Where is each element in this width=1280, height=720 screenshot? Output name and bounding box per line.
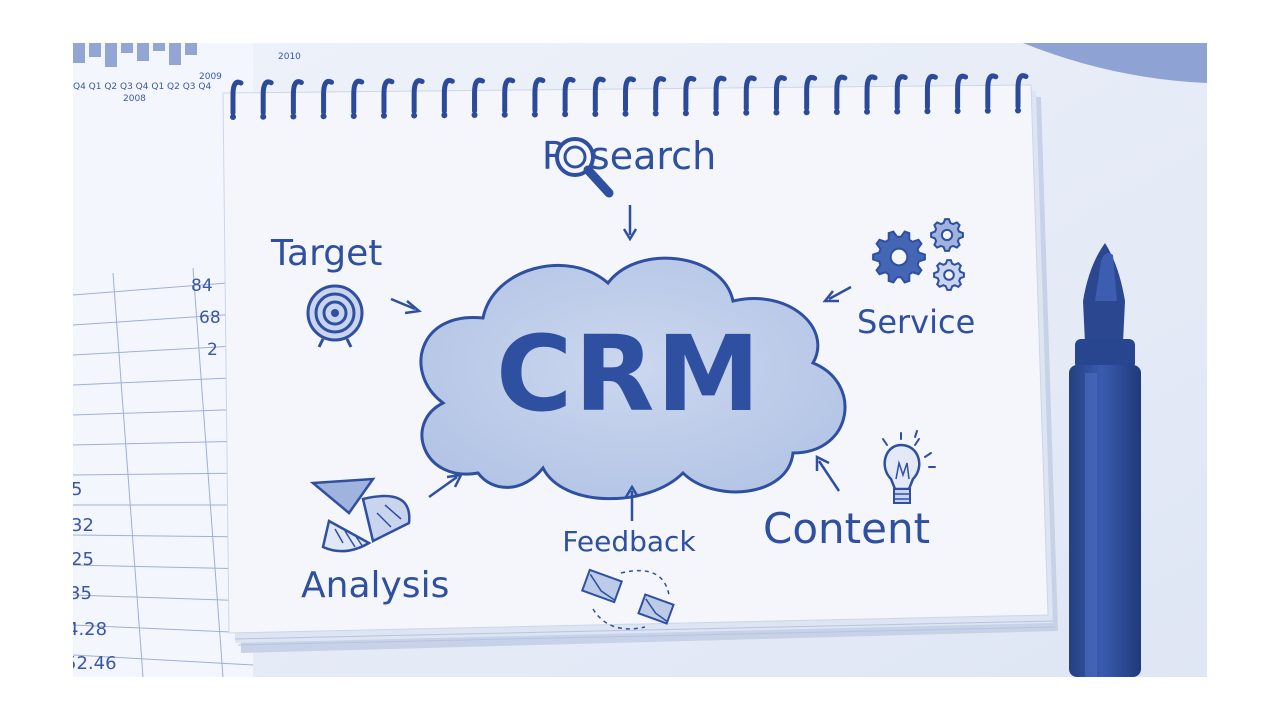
crm-cloud: CRM [419, 256, 847, 501]
table-number: 32 [73, 515, 94, 536]
pie-chart-icon [309, 477, 411, 553]
spiral-hole [833, 109, 840, 115]
chart-year-2009: 2009 [199, 72, 222, 82]
spiral-hole [501, 111, 508, 118]
spiral-hole [411, 112, 418, 119]
service-label: Service [857, 303, 975, 341]
table-number: 2 [207, 340, 218, 360]
spiral-ring [924, 74, 938, 110]
spiral-hole [682, 110, 689, 117]
content-label: Content [763, 504, 930, 553]
table-number: 68 [199, 308, 221, 328]
gear-hole [889, 247, 909, 267]
spiral-hole [803, 109, 810, 116]
spiral-hole [773, 109, 780, 116]
spiral-ring [985, 73, 999, 110]
spiral-binding [230, 73, 1029, 120]
background-paper-corner [1023, 43, 1207, 83]
gear-hole [943, 269, 955, 281]
spiral-hole [954, 108, 961, 114]
table-number: 35 [73, 583, 92, 604]
spiral-ring [260, 79, 274, 116]
target-label: Target [270, 233, 382, 274]
photo-canvas: Q4 Q1 Q2 Q3 Q4 Q1 Q2 Q3 Q4 2008 2009 201… [73, 43, 1207, 677]
spiral-hole [562, 111, 569, 118]
lightbulb-icon [882, 430, 936, 504]
spiral-hole [441, 112, 448, 119]
spiral-ring [592, 76, 606, 113]
spiral-ring [562, 77, 576, 113]
table-number: 4.28 [73, 619, 107, 640]
spiral-hole [320, 113, 327, 120]
spiral-hole [290, 113, 297, 120]
gear-hole [940, 228, 954, 242]
spiral-hole [743, 109, 750, 116]
spiral-ring [472, 77, 486, 114]
spiral-hole [260, 113, 267, 120]
spiral-ring [1015, 73, 1029, 109]
chart-quarters: Q4 Q1 Q2 Q3 Q4 Q1 Q2 Q3 Q4 [73, 82, 211, 92]
crm-notebook-photo: Q4 Q1 Q2 Q3 Q4 Q1 Q2 Q3 Q4 2008 2009 201… [73, 43, 1207, 677]
spiral-ring [623, 76, 636, 113]
table-number: 25 [73, 549, 94, 570]
table-number: 84 [191, 276, 213, 296]
chart-year-2008: 2008 [123, 94, 146, 104]
spiral-hole [713, 110, 720, 116]
spiral-hole [531, 111, 538, 118]
spiral-hole [471, 112, 478, 118]
spiral-hole [984, 107, 991, 114]
feedback-group: Feedback [562, 484, 696, 630]
marker-pen [1069, 243, 1141, 677]
spiral-hole [230, 114, 236, 120]
magnifier-icon [555, 137, 614, 198]
spiral-hole [924, 108, 931, 115]
spiral-ring [230, 79, 244, 116]
spiral-hole [652, 110, 659, 117]
feedback-label: Feedback [562, 525, 696, 558]
spiral-ring [532, 77, 546, 113]
background-spreadsheet: Q4 Q1 Q2 Q3 Q4 Q1 Q2 Q3 Q4 2008 2009 201… [73, 43, 301, 677]
spiral-hole [350, 113, 357, 119]
target-icon [306, 284, 364, 348]
spiral-ring [381, 78, 395, 115]
spiral-ring [351, 78, 365, 115]
research-group: Research [542, 134, 716, 242]
spiral-ring [411, 78, 425, 114]
table-number: 5 [73, 479, 82, 500]
gears-icon [872, 218, 965, 291]
analysis-group: Analysis [301, 473, 464, 606]
chart-year-2010: 2010 [278, 52, 301, 62]
spiral-hole [864, 108, 871, 115]
table-number: 52.46 [73, 653, 117, 674]
spiral-ring [713, 75, 727, 112]
content-group: Content [763, 430, 936, 553]
spiral-ring [683, 76, 697, 112]
envelope-icon [580, 568, 675, 630]
analysis-label: Analysis [301, 565, 449, 606]
spiral-ring [290, 79, 304, 115]
spiral-hole [380, 112, 387, 119]
spiral-hole [592, 111, 599, 117]
target-group: Target [270, 233, 422, 348]
service-group: Service [822, 218, 975, 341]
spiral-ring [502, 77, 516, 114]
spiral-ring [955, 73, 969, 110]
spiral-hole [622, 110, 629, 117]
spiral-ring [653, 76, 667, 112]
spiral-ring [743, 75, 757, 112]
spiral-ring [441, 78, 455, 114]
crm-title: CRM [496, 313, 762, 435]
spiral-ring [834, 74, 848, 111]
spiral-ring [321, 79, 335, 115]
spiral-ring [804, 75, 818, 111]
spiral-hole [1015, 107, 1021, 114]
spiral-ring [894, 74, 908, 110]
spiral-ring [773, 75, 787, 111]
spiral-hole [894, 108, 901, 115]
spiral-ring [864, 74, 878, 111]
